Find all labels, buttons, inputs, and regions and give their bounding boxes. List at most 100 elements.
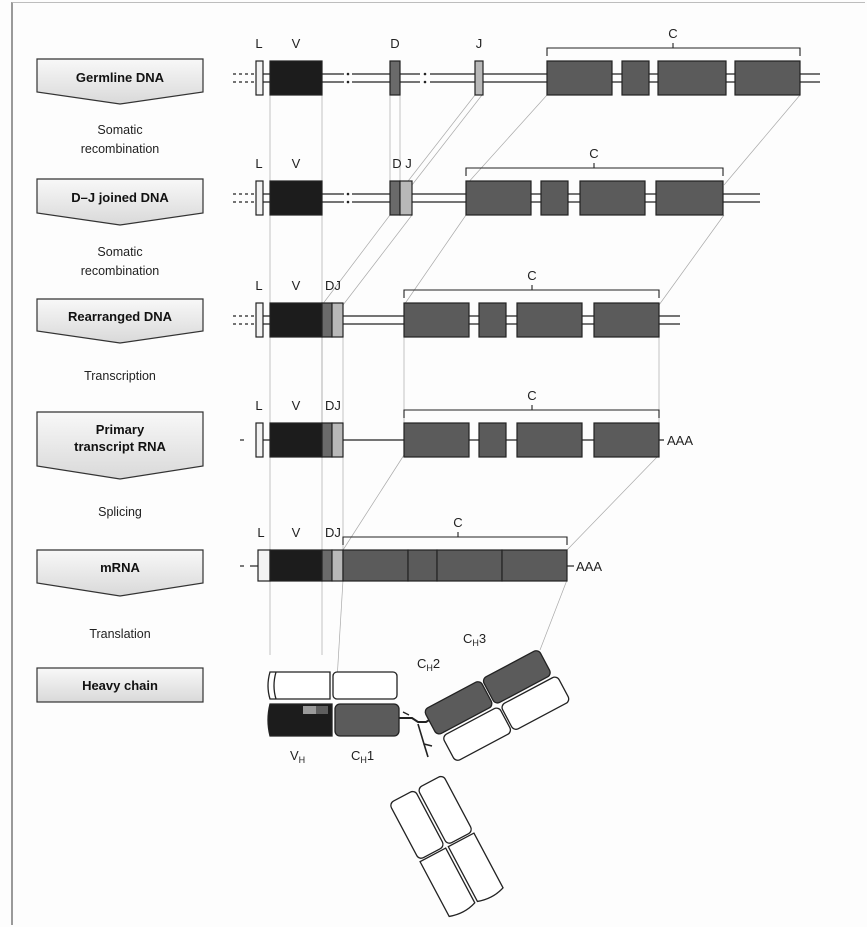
label-d: D: [390, 36, 399, 51]
fc-heavy: [423, 647, 570, 764]
vh-dj-marker: [303, 706, 316, 714]
c-exon: [404, 423, 469, 457]
v-segment: [270, 423, 322, 457]
d-segment: [322, 303, 332, 337]
vh-dj-marker: [316, 706, 328, 714]
stage-label-germline: Germline DNA: [76, 70, 165, 85]
label-l: L: [255, 398, 262, 413]
row-mrna: L V DJ C AAA: [240, 515, 602, 581]
c-region-bracket: [404, 410, 659, 418]
l-segment: [256, 423, 263, 457]
d-segment: [322, 423, 332, 457]
d-segment: [322, 550, 332, 581]
label-l: L: [257, 525, 264, 540]
row-dj-joined-dna: L V D J C: [233, 146, 760, 215]
stage-mrna: mRNA: [37, 550, 203, 596]
step-somatic-recombination-2b: recombination: [81, 264, 160, 278]
j-segment: [332, 550, 343, 581]
stage-label-rearranged: Rearranged DNA: [68, 309, 173, 324]
d-segment: [390, 181, 400, 215]
row-germline-dna: L V D J C: [233, 26, 820, 95]
label-c: C: [589, 146, 598, 161]
v-segment: [270, 550, 322, 581]
step-somatic-recombination-1a: Somatic: [97, 123, 142, 137]
label-l: L: [255, 156, 262, 171]
label-c: C: [668, 26, 677, 41]
stage-label-dj-joined: D–J joined DNA: [71, 190, 169, 205]
stage-label-heavy-chain: Heavy chain: [82, 678, 158, 693]
label-vh: VH: [290, 748, 305, 765]
c-region-bracket: [343, 537, 567, 545]
break-marks: [347, 193, 350, 204]
c-exon: [479, 303, 506, 337]
label-c: C: [453, 515, 462, 530]
c-exon: [502, 550, 567, 581]
stage-dj-joined-dna: D–J joined DNA: [37, 179, 203, 225]
c-exon: [343, 550, 408, 581]
light-chain-v-domain: [268, 672, 330, 699]
label-l: L: [255, 278, 262, 293]
c-exon: [547, 61, 612, 95]
label-ch1: CH1: [351, 748, 374, 765]
stage-label-primary-line1: Primary: [96, 422, 145, 437]
c-exon: [594, 303, 659, 337]
j-segment: [332, 303, 343, 337]
l-segment: [258, 550, 270, 581]
second-fab-arm: [389, 775, 504, 919]
label-c: C: [527, 268, 536, 283]
label-v: V: [292, 278, 301, 293]
j-segment: [400, 181, 412, 215]
stage-primary-transcript-rna: Primary transcript RNA: [37, 412, 203, 479]
c-exon: [594, 423, 659, 457]
label-v: V: [292, 398, 301, 413]
poly-a-tail: AAA: [667, 433, 693, 448]
label-l: L: [255, 36, 262, 51]
j-segment: [475, 61, 483, 95]
v-segment: [270, 303, 322, 337]
label-d-j: D J: [392, 156, 412, 171]
label-v: V: [292, 525, 301, 540]
c-exon: [517, 303, 582, 337]
c-region-bracket: [404, 290, 659, 298]
c-exon: [466, 181, 531, 215]
l-segment: [256, 303, 263, 337]
j-segment: [332, 423, 343, 457]
l-segment: [256, 181, 263, 215]
step-translation: Translation: [89, 627, 150, 641]
antibody-heavy-chain: [268, 647, 570, 919]
c-exon: [735, 61, 800, 95]
stage-germline-dna: Germline DNA: [37, 59, 203, 104]
label-v: V: [292, 36, 301, 51]
label-dj: DJ: [325, 278, 341, 293]
c-exon: [408, 550, 437, 581]
label-v: V: [292, 156, 301, 171]
c-exon: [658, 61, 726, 95]
stage-heavy-chain: Heavy chain: [37, 668, 203, 702]
d-segment: [390, 61, 400, 95]
c-exon: [580, 181, 645, 215]
label-dj: DJ: [325, 398, 341, 413]
v-segment: [270, 61, 322, 95]
c-exon: [437, 550, 502, 581]
c-exon: [622, 61, 649, 95]
light-chain-c-domain: [333, 672, 397, 699]
c-exon: [541, 181, 568, 215]
ch1-domain: [335, 704, 399, 736]
v-segment: [270, 181, 322, 215]
row-rearranged-dna: L V DJ C: [233, 268, 680, 337]
step-transcription: Transcription: [84, 369, 156, 383]
stage-rearranged-dna: Rearranged DNA: [37, 299, 203, 343]
label-dj: DJ: [325, 525, 341, 540]
label-ch3: CH3: [463, 631, 486, 648]
label-j: J: [476, 36, 483, 51]
step-splicing: Splicing: [98, 505, 142, 519]
label-c: C: [527, 388, 536, 403]
step-somatic-recombination-2a: Somatic: [97, 245, 142, 259]
poly-a-tail: AAA: [576, 559, 602, 574]
c-region-bracket: [466, 168, 723, 176]
c-region-bracket: [547, 48, 800, 56]
row-primary-transcript-rna: L V DJ C AAA: [240, 388, 693, 457]
c-exon: [656, 181, 723, 215]
